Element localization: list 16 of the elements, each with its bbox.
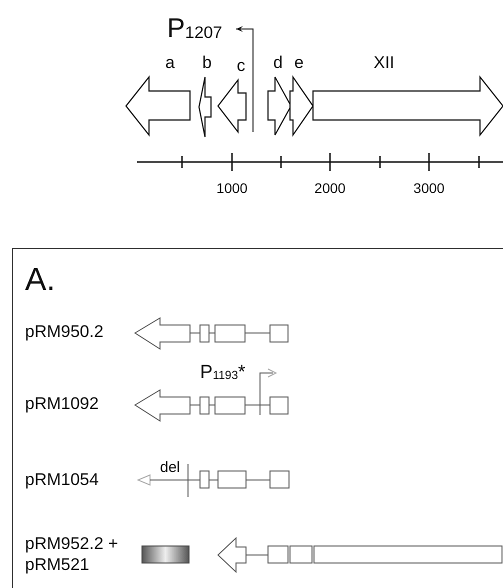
construct-name: pRM950.2: [25, 322, 104, 342]
scale-tick-label: 2000: [314, 180, 346, 196]
gene-label: c: [236, 56, 246, 76]
gene-label: a: [165, 53, 175, 73]
scale-tick-label: 3000: [413, 180, 445, 196]
panel-box: [12, 248, 503, 588]
scale-tick-label: 1000: [216, 180, 248, 196]
gene-label: XII: [374, 53, 394, 73]
construct-name: pRM952.2 + pRM521: [25, 533, 120, 576]
construct-name: pRM1092: [25, 394, 99, 414]
gene-label: d: [273, 53, 283, 73]
deletion-label: del: [160, 459, 180, 476]
gene-label: e: [294, 53, 304, 73]
gene-label: b: [202, 53, 212, 73]
panel-letter: A.: [25, 261, 56, 298]
construct-name: pRM1054: [25, 470, 99, 490]
